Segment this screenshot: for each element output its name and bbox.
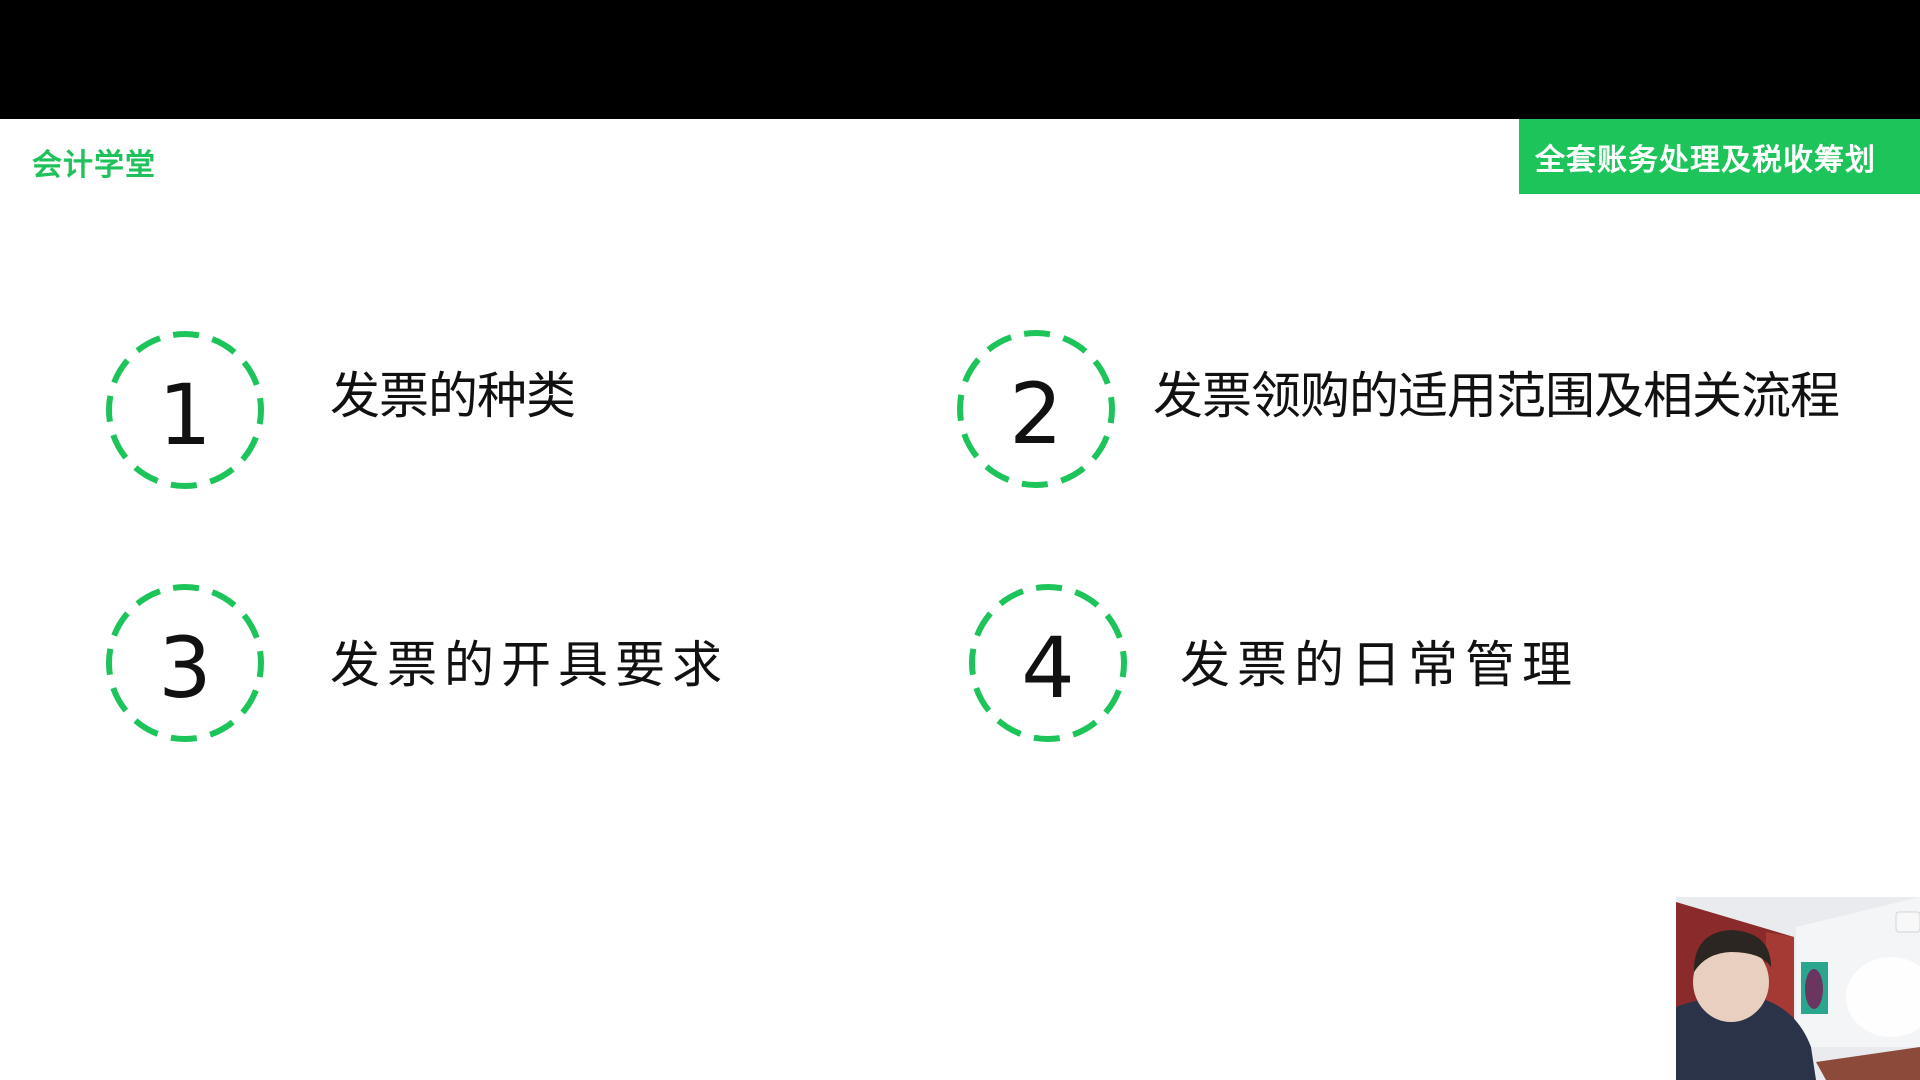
agenda-item-label: 发票的开具要求 bbox=[330, 636, 729, 694]
item-number: 4 bbox=[1021, 619, 1075, 717]
course-title-banner: 全套账务处理及税收筹划 bbox=[1519, 119, 1920, 194]
logo-text: 会计学堂 bbox=[32, 148, 156, 183]
slide: 会计学堂 全套账务处理及税收筹划 1 发票的种类 2 发票领购的适用范围及相关流… bbox=[0, 119, 1920, 1080]
dashed-circle-icon: 3 bbox=[105, 583, 265, 743]
webcam-video-icon bbox=[1676, 897, 1920, 1080]
item-number: 1 bbox=[158, 366, 212, 464]
agenda-item-label: 发票的日常管理 bbox=[1180, 636, 1579, 694]
dashed-circle-icon: 4 bbox=[968, 583, 1128, 743]
presenter-webcam bbox=[1676, 897, 1920, 1080]
top-black-bar bbox=[0, 0, 1920, 119]
agenda-item-label: 发票的种类 bbox=[330, 367, 576, 425]
dashed-circle-icon: 2 bbox=[956, 329, 1116, 489]
course-title: 全套账务处理及税收筹划 bbox=[1535, 142, 1876, 178]
item-number: 2 bbox=[1009, 365, 1063, 463]
item-number: 3 bbox=[158, 619, 212, 717]
dashed-circle-icon: 1 bbox=[105, 330, 265, 490]
agenda-item-label: 发票领购的适用范围及相关流程 bbox=[1153, 367, 1840, 425]
